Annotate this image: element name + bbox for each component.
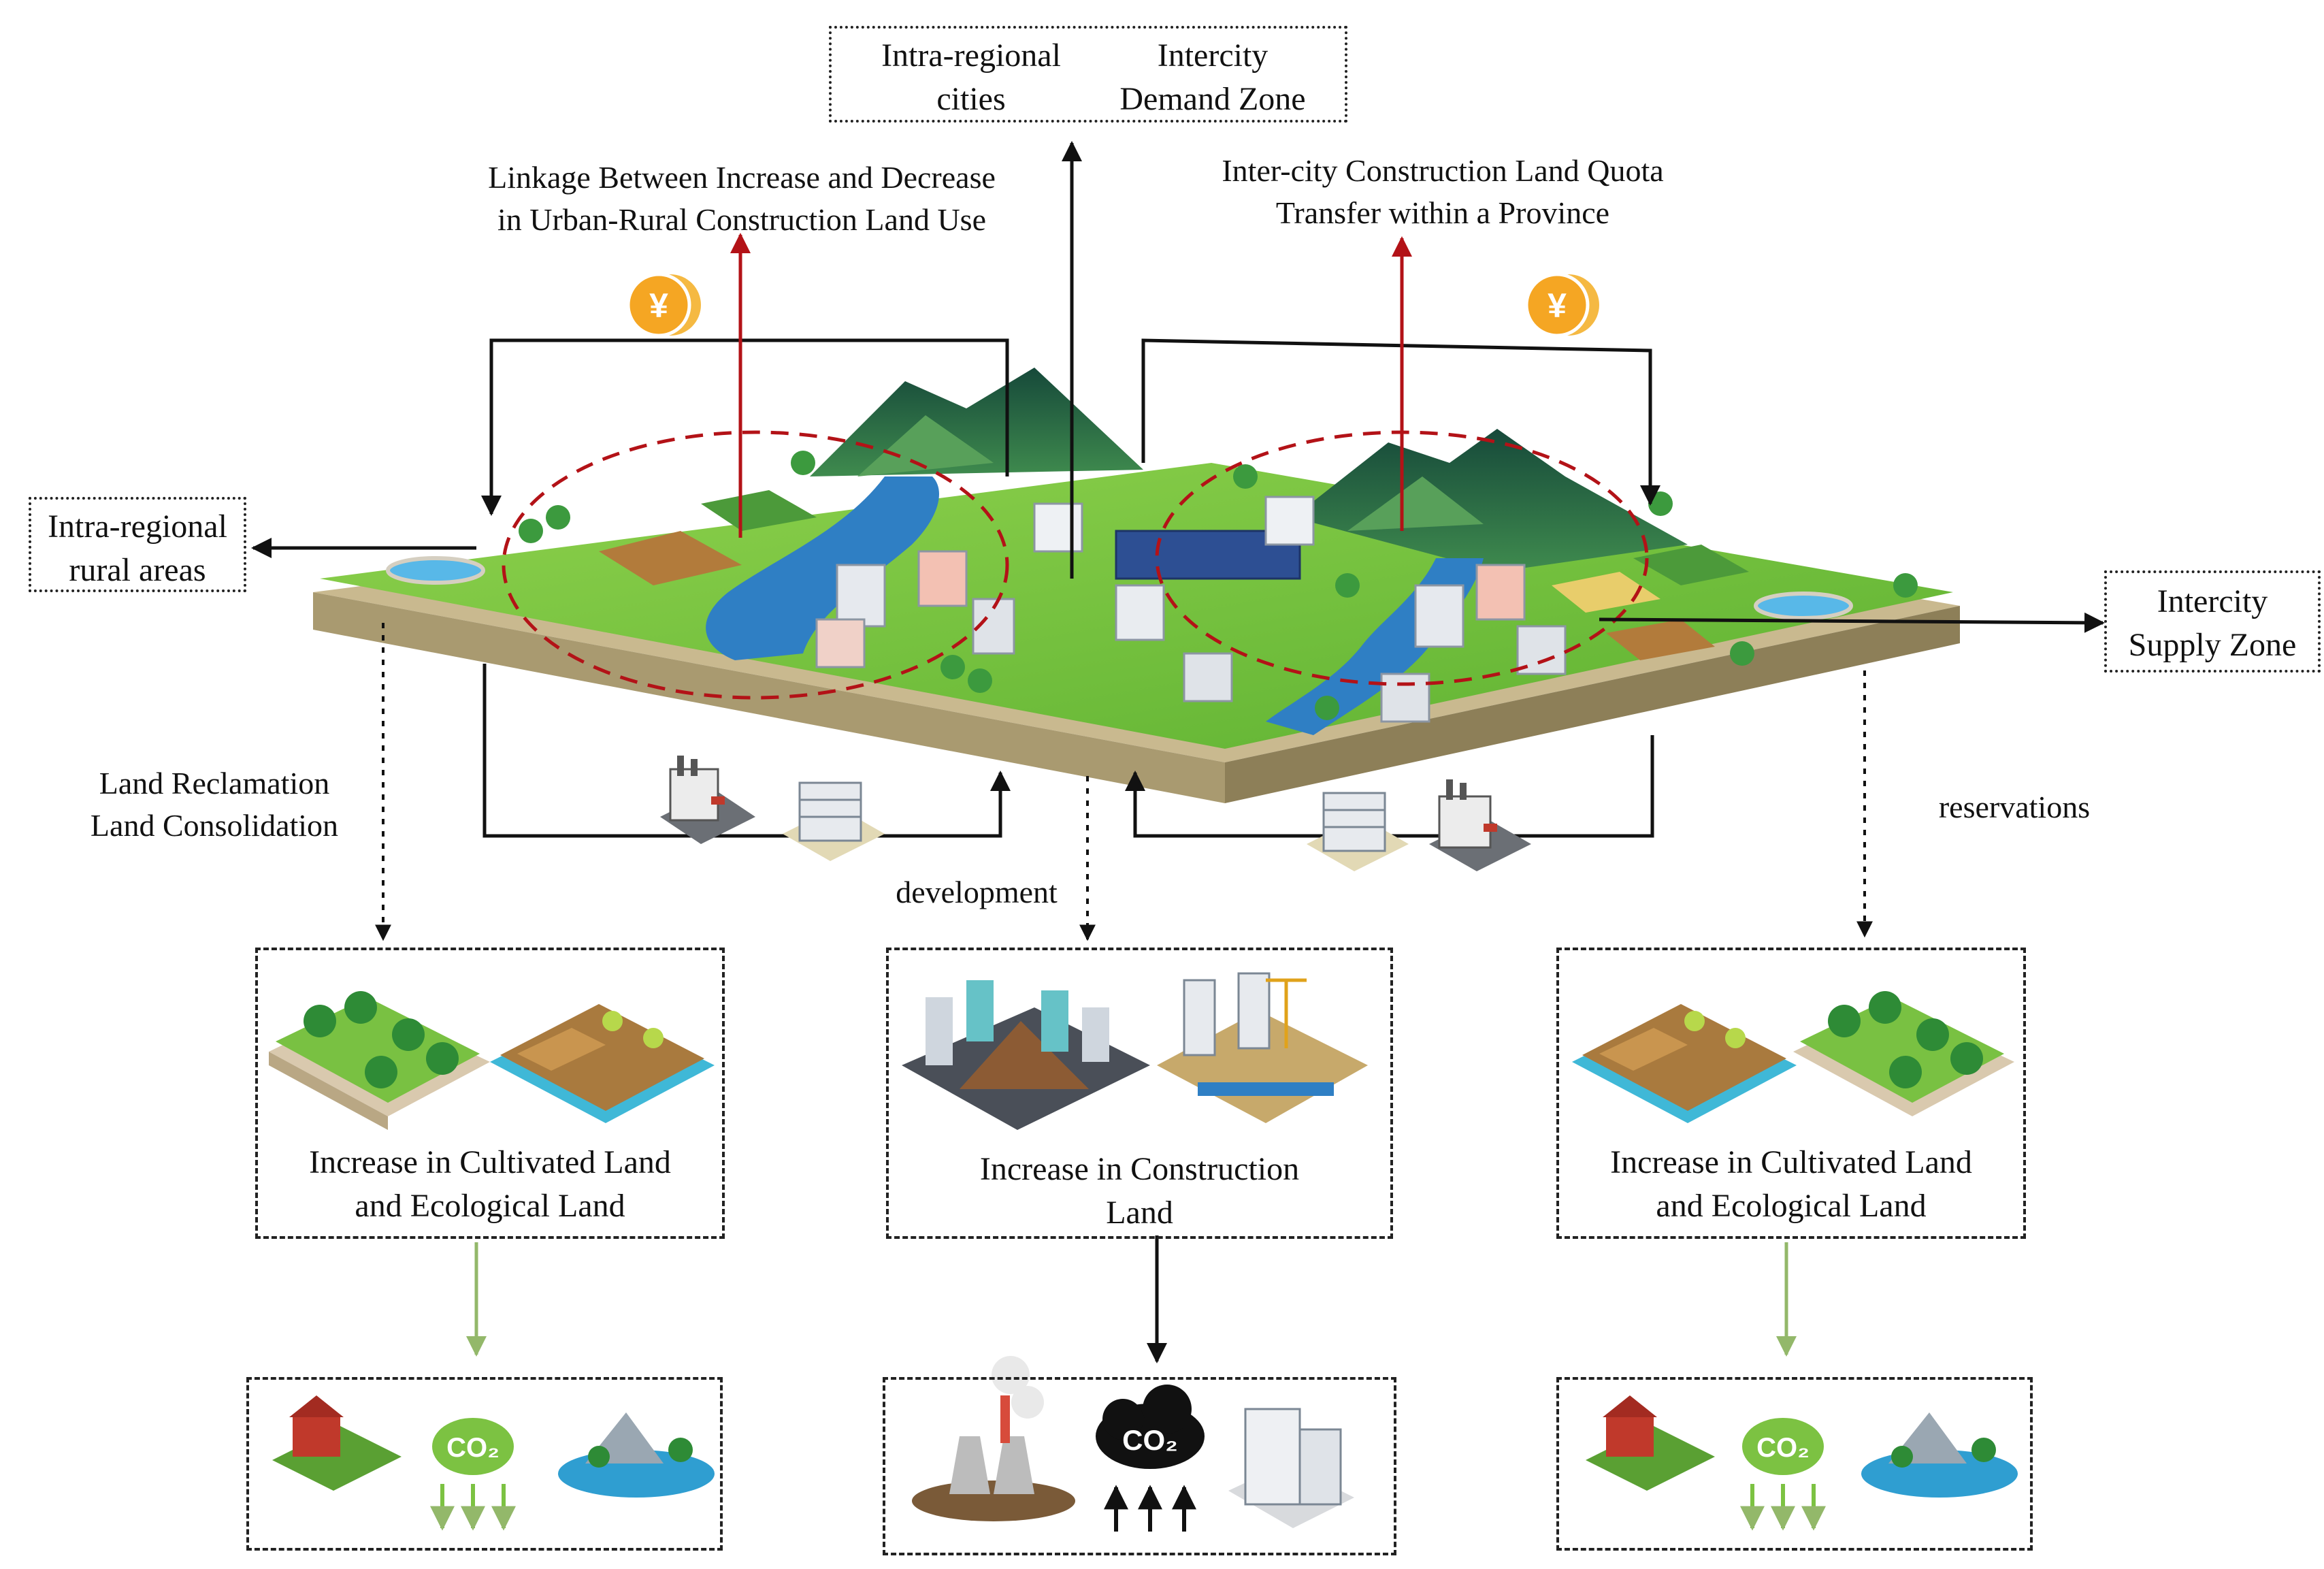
- reservations-label: reservations: [1938, 790, 2091, 824]
- construction-box-text: Increase in Construction Land: [979, 1151, 1300, 1231]
- co2-absorb-icon-right: CO₂: [1740, 1418, 1826, 1531]
- supply-zone-box: Intercity Supply Zone: [2104, 570, 2321, 673]
- factory-icon-right: [1429, 779, 1531, 871]
- arrow-to-supply-zone: [1599, 612, 2105, 633]
- top-left-bracket-arrow: [481, 338, 1009, 516]
- trees: [519, 451, 1918, 720]
- cultivated-box-left: Increase in Cultivated Land and Ecologic…: [255, 948, 725, 1239]
- rural-areas-box: Intra-regional rural areas: [29, 497, 246, 592]
- supply-zone-label: Intercity Supply Zone: [2128, 583, 2297, 663]
- farmland: [599, 490, 1749, 660]
- co2-absorb-icon-left: CO₂: [430, 1418, 516, 1531]
- linkage-label: Linkage Between Increase and Decrease in…: [488, 160, 996, 237]
- forest-tile-right: [1793, 991, 2014, 1116]
- co2-text-right: CO₂: [1756, 1433, 1810, 1463]
- yuan-coin-icon-right: ¥: [1524, 272, 1599, 338]
- farm-tile-left: [490, 1004, 715, 1123]
- rural-areas-label: Intra-regional rural areas: [48, 508, 227, 588]
- carbon-sink-box-right: [1556, 1377, 2033, 1551]
- forest-tile-left: [269, 991, 490, 1130]
- development-label: development: [896, 875, 1058, 909]
- cultivated-box-left-text: Increase in Cultivated Land and Ecologic…: [309, 1144, 671, 1224]
- quota-transfer-label: Inter-city Construction Land Quota Trans…: [1222, 153, 1664, 230]
- cultivated-box-right: Increase in Cultivated Land and Ecologic…: [1556, 948, 2026, 1239]
- coin-glyph-right: ¥: [1548, 287, 1567, 325]
- power-plant-tile: [912, 1356, 1075, 1521]
- carbon-source-box: [883, 1377, 1396, 1555]
- city-buildings: [815, 496, 1567, 723]
- barn-tile-right: [1586, 1395, 1715, 1491]
- office-icon-left: [783, 781, 885, 861]
- mountains: [810, 368, 1688, 572]
- factory-icon-left: [660, 756, 755, 844]
- carbon-sink-box-left: [246, 1377, 723, 1551]
- rural-link-zone: [502, 430, 1009, 700]
- reclamation-label: Land Reclamation Land Consolidation: [90, 766, 339, 843]
- cultivated-box-right-text: Increase in Cultivated Land and Ecologic…: [1610, 1144, 1972, 1224]
- co2-emit-icon: CO₂: [1096, 1385, 1205, 1532]
- city-mountain-tile: [902, 980, 1150, 1130]
- construction-tile: [1157, 972, 1368, 1123]
- co2-text-mid: CO₂: [1122, 1424, 1178, 1456]
- office-tile-bottom: [1228, 1408, 1354, 1528]
- demand-zone-col1: Intra-regional cities: [881, 37, 1061, 117]
- lake-tile-right: [1861, 1412, 2018, 1498]
- demand-zone-box: Intra-regional cities Intercity Demand Z…: [829, 26, 1347, 123]
- co2-text-left: CO₂: [446, 1433, 500, 1463]
- office-icon-right: [1307, 792, 1409, 871]
- top-right-bracket-arrow: [1141, 338, 1660, 506]
- lake-tile-left: [558, 1412, 715, 1498]
- farm-tile-right: [1572, 1004, 1797, 1123]
- yuan-coin-icon-left: ¥: [626, 272, 701, 338]
- barn-tile-left: [272, 1395, 402, 1491]
- demand-zone-col2: Intercity Demand Zone: [1119, 37, 1306, 117]
- coin-glyph-left: ¥: [649, 287, 668, 325]
- bottom-left-bracket-arrow: [482, 664, 1011, 838]
- construction-box: Increase in Construction Land: [886, 948, 1393, 1239]
